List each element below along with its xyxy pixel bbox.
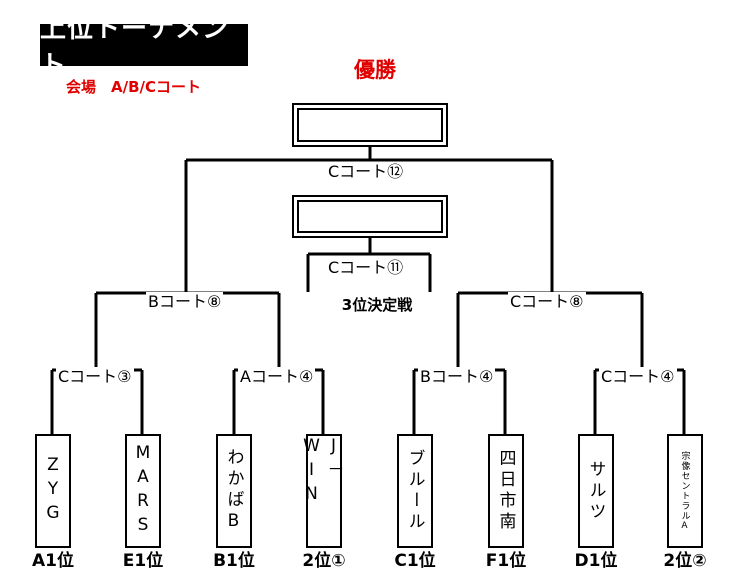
third-place-label: 3位決定戦 [341,296,413,314]
team-box: 四日市南 [488,434,524,548]
final-winner-box [292,195,448,238]
seed-label: 2位① [302,551,346,571]
court-qf1: Cコート③ [56,367,134,387]
champion-label: 優勝 [354,58,396,82]
team-box: 宗像セントラルA [667,434,703,548]
court-final: Cコート⑫ [326,162,406,182]
team-box: ZYG [35,434,71,548]
seed-label: 2位② [663,551,707,571]
court-qf4: Cコート④ [599,367,677,387]
seed-label: C1位 [394,551,436,571]
team-box: J－WIN [302,434,344,548]
champion-box [292,103,448,147]
court-third-place: Cコート⑪ [326,258,406,278]
court-semi-right: Cコート⑧ [508,292,586,312]
team-box: MARS [125,434,161,548]
team-box: わかばB [216,434,252,548]
team-box: ブルール [397,434,433,548]
seed-label: A1位 [32,551,74,571]
seed-label: F1位 [485,551,527,571]
court-qf2: Aコート④ [238,367,316,387]
seed-label: E1位 [122,551,164,571]
court-qf3: Bコート④ [418,367,496,387]
team-box: サルツ [578,434,614,548]
court-semi-left: Bコート⑧ [146,292,224,312]
venue-label: 会場 A/B/Cコート [66,78,202,96]
seed-label: B1位 [213,551,255,571]
seed-label: D1位 [574,551,618,571]
